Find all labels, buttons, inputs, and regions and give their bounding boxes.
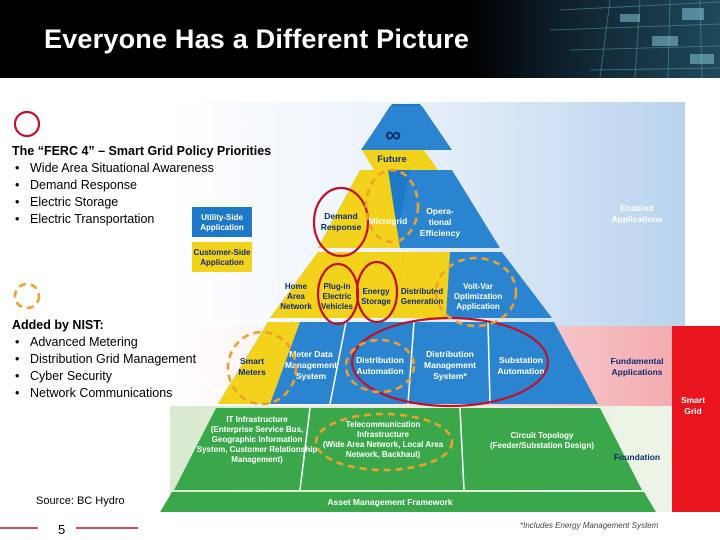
- ferc-heading: The “FERC 4” – Smart Grid Policy Priorit…: [12, 144, 271, 158]
- demand-response-label-2: Response: [321, 222, 362, 232]
- nist-heading: Added by NIST:: [12, 318, 104, 332]
- home-area-network-label-3: Network: [280, 302, 312, 311]
- dms-label-1: Distribution: [426, 349, 474, 359]
- mdms-label-2: Management: [285, 360, 337, 370]
- plug-in-vehicles-label-3: Vehicles: [321, 302, 354, 311]
- telecom-label-3: (Wide Area Network, Local Area: [323, 440, 444, 449]
- volt-var-label-1: Volt-Var: [463, 282, 493, 291]
- fundamental-label-1: Fundamental: [611, 356, 664, 366]
- ferc-item: Wide Area Situational Awareness: [12, 160, 214, 177]
- asset-management-label: Asset Management Framework: [327, 497, 452, 507]
- customer-side-legend-box: [192, 242, 252, 272]
- ferc-list: Wide Area Situational Awareness Demand R…: [12, 160, 214, 228]
- nist-legend-circle: [15, 284, 39, 308]
- source-note: Source: BC Hydro: [36, 495, 125, 507]
- demand-response-label-1: Demand: [324, 211, 358, 221]
- energy-storage-label-1: Energy: [362, 287, 390, 296]
- it-infrastructure-label-4: System, Customer Relationship: [197, 445, 318, 454]
- distribution-automation-label-1: Distribution: [356, 355, 404, 365]
- nist-item: Distribution Grid Management: [12, 351, 196, 368]
- mdms-label-3: System: [296, 371, 327, 381]
- energy-storage-label-2: Storage: [361, 297, 391, 306]
- future-symbol: ∞: [385, 122, 401, 147]
- smart-grid-label-1: Smart: [681, 395, 705, 405]
- telecom-label-4: Network, Backhaul): [346, 450, 421, 459]
- header-grid-image: [470, 0, 720, 78]
- telecom-label-2: Infrastructure: [357, 430, 410, 439]
- circuit-topology-label-2: (Feeder/Substation Design): [490, 441, 594, 450]
- smart-meters-label-1: Smart: [240, 356, 264, 366]
- distribution-automation-label-2: Automation: [356, 366, 403, 376]
- foundation-label: Foundation: [614, 452, 660, 462]
- ferc-item: Electric Transportation: [12, 211, 214, 228]
- it-infrastructure-label-2: (Enterprise Service Bus,: [211, 425, 303, 434]
- plug-in-vehicles-label-1: Plug-in: [323, 282, 350, 291]
- home-area-network-label-2: Area: [287, 292, 305, 301]
- circuit-topology-label-1: Circuit Topology: [511, 431, 575, 440]
- page-number: 5: [58, 522, 65, 537]
- volt-var-label-3: Application: [456, 302, 500, 311]
- nist-item: Advanced Metering: [12, 334, 196, 351]
- it-infrastructure-label-3: Geographic Information: [212, 435, 303, 444]
- ferc-item: Demand Response: [12, 177, 214, 194]
- ferc-legend-circle: [15, 112, 39, 136]
- future-label: Future: [377, 154, 407, 165]
- substation-automation-label-1: Substation: [499, 355, 543, 365]
- title-bar: Everyone Has a Different Picture: [0, 0, 720, 78]
- footnote: *Includes Energy Management System: [520, 521, 658, 530]
- enabled-label-2: Applications: [611, 214, 662, 224]
- volt-var-label-2: Optimization: [454, 292, 503, 301]
- smart-grid-bar: [672, 326, 720, 512]
- dms-label-3: System*: [433, 371, 467, 381]
- plug-in-vehicles-label-2: Electric: [323, 292, 352, 301]
- it-infrastructure-label-1: IT Infrastructure: [226, 415, 288, 424]
- operational-efficiency-label-2: tional: [429, 217, 452, 227]
- home-area-network-label-1: Home: [285, 282, 308, 291]
- customer-side-label-1: Customer-Side: [194, 248, 251, 257]
- fundamental-label-2: Applications: [611, 367, 662, 377]
- telecom-label-1: Telecommunication: [346, 420, 421, 429]
- nist-item: Network Communications: [12, 385, 196, 402]
- smart-grid-label-2: Grid: [684, 406, 701, 416]
- enabled-label-1: Enabled: [620, 203, 653, 213]
- operational-efficiency-label-1: Opera-: [426, 206, 454, 216]
- substation-automation-label-2: Automation: [497, 366, 544, 376]
- nist-item: Cyber Security: [12, 368, 196, 385]
- customer-side-label-2: Application: [200, 258, 244, 267]
- slide-title: Everyone Has a Different Picture: [44, 24, 469, 55]
- nist-list: Advanced Metering Distribution Grid Mana…: [12, 334, 196, 402]
- operational-efficiency-label-3: Efficiency: [420, 228, 460, 238]
- microgrid-label: Microgrid: [369, 216, 408, 226]
- ferc-item: Electric Storage: [12, 194, 214, 211]
- dms-label-2: Management: [424, 360, 476, 370]
- it-infrastructure-label-5: Management): [231, 455, 283, 464]
- smart-meters-label-2: Meters: [238, 367, 266, 377]
